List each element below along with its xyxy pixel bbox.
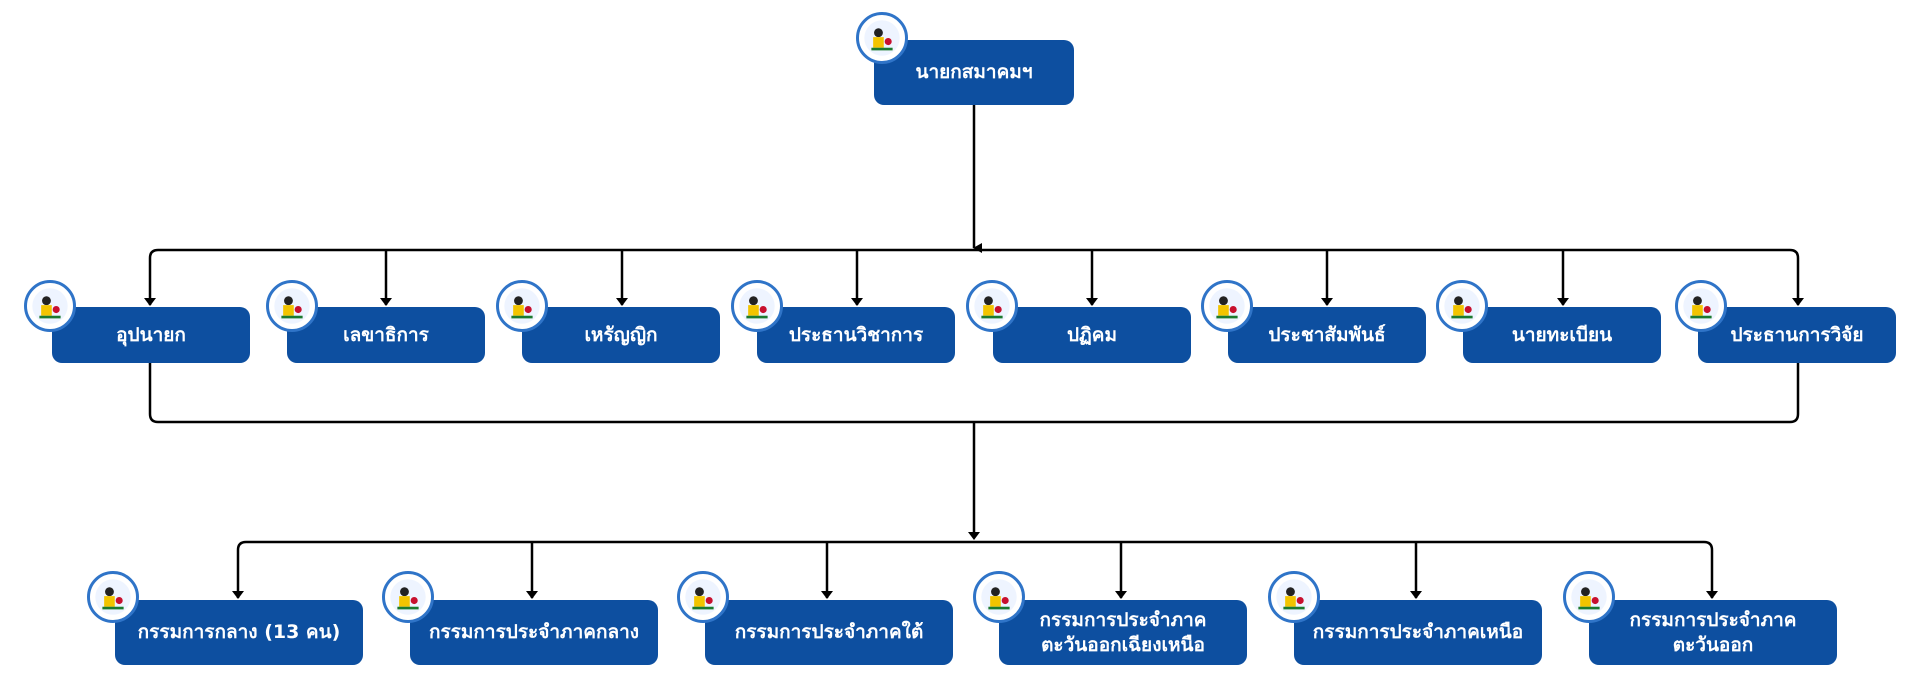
association-seal-icon <box>966 280 1018 332</box>
node-president: นายกสมาคมฯ <box>874 40 1074 105</box>
association-seal-icon <box>1268 571 1320 623</box>
node-southern-region-committee: กรรมการประจำภาคใต้ <box>705 600 953 665</box>
committee-bus-line <box>236 540 1714 598</box>
association-seal-icon <box>1675 280 1727 332</box>
node-northeastern-region-committee: กรรมการประจำภาค ตะวันออกเฉียงเหนือ <box>999 600 1247 665</box>
node-label: กรรมการประจำภาคเหนือ <box>1312 621 1524 643</box>
node-northern-region-committee: กรรมการประจำภาคเหนือ <box>1294 600 1542 665</box>
node-label: ปฏิคม <box>1066 323 1118 346</box>
association-seal-icon <box>1201 280 1253 332</box>
node-label: ประธานวิชาการ <box>788 323 924 346</box>
node-label: นายกสมาคมฯ <box>915 61 1033 83</box>
node-eastern-region-committee: กรรมการประจำภาค ตะวันออก <box>1589 600 1837 665</box>
officer-bottom-bracket <box>148 362 1800 424</box>
node-secretary-general: เลขาธิการ <box>287 307 485 363</box>
node-label: กรรมการประจำภาคใต้ <box>734 621 924 643</box>
association-seal-icon <box>24 280 76 332</box>
node-label: เหรัญญิก <box>584 323 658 346</box>
node-reception: ปฏิคม <box>993 307 1191 363</box>
node-label: กรรมการประจำภาค ตะวันออกเฉียงเหนือ <box>1039 608 1207 656</box>
node-label: นายทะเบียน <box>1511 323 1613 346</box>
association-seal-icon <box>856 12 908 64</box>
association-seal-icon <box>266 280 318 332</box>
association-seal-icon <box>87 571 139 623</box>
officer-bus-line <box>148 248 1800 305</box>
node-label: กรรมการประจำภาค ตะวันออก <box>1629 608 1797 656</box>
node-label: เลขาธิการ <box>343 323 429 346</box>
association-seal-icon <box>731 280 783 332</box>
node-label: อุปนายก <box>116 323 186 346</box>
node-research-chair: ประธานการวิจัย <box>1698 307 1896 363</box>
node-label: ประชาสัมพันธ์ <box>1268 323 1386 346</box>
node-label: ประธานการวิจัย <box>1730 323 1864 346</box>
node-public-relations: ประชาสัมพันธ์ <box>1228 307 1426 363</box>
node-label: กรรมการประจำภาคกลาง <box>428 621 640 643</box>
node-vice-president: อุปนายก <box>52 307 250 363</box>
node-central-committee: กรรมการกลาง (13 คน) <box>115 600 363 665</box>
association-seal-icon <box>1563 571 1615 623</box>
association-seal-icon <box>382 571 434 623</box>
association-seal-icon <box>1436 280 1488 332</box>
association-seal-icon <box>973 571 1025 623</box>
node-treasurer: เหรัญญิก <box>522 307 720 363</box>
node-central-region-committee: กรรมการประจำภาคกลาง <box>410 600 658 665</box>
association-seal-icon <box>677 571 729 623</box>
node-academic-chair: ประธานวิชาการ <box>757 307 955 363</box>
node-label: กรรมการกลาง (13 คน) <box>137 621 341 643</box>
node-registrar: นายทะเบียน <box>1463 307 1661 363</box>
association-seal-icon <box>496 280 548 332</box>
